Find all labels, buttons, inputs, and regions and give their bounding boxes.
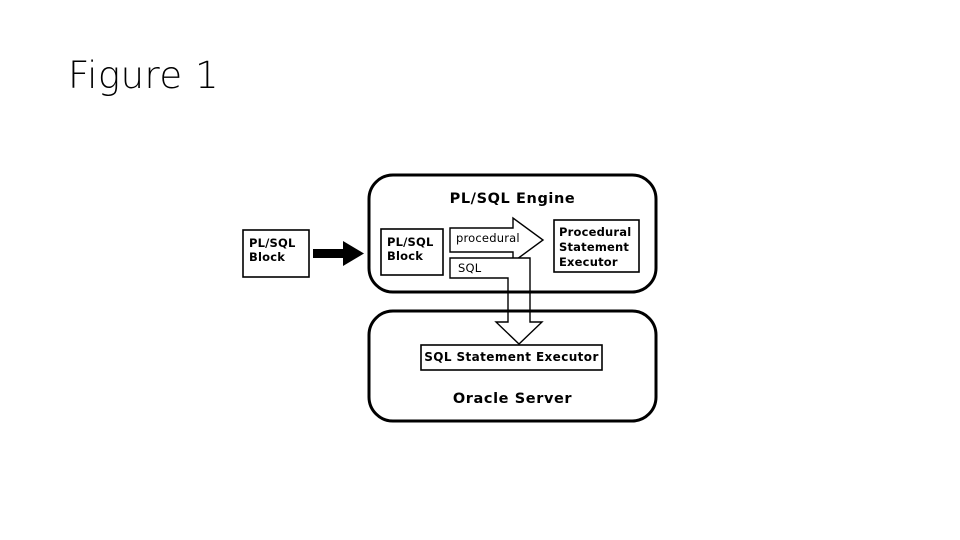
- sql-arrow-icon: [449, 257, 544, 345]
- plsql-block-outer-line1: PL/SQL: [249, 236, 296, 250]
- sql-arrow-label: SQL: [458, 261, 482, 275]
- sql-statement-executor-box: [420, 344, 603, 371]
- plsql-engine-title: PL/SQL Engine: [449, 191, 576, 207]
- plsql-block-inner-box: [380, 228, 444, 276]
- procedural-statement-executor-box: [553, 219, 640, 273]
- page-title: Figure 1: [68, 54, 219, 97]
- plsql-block-inner-line1: PL/SQL: [387, 235, 434, 249]
- sql-statement-executor-label: SQL Statement Executor: [424, 350, 599, 364]
- procedural-arrow-label: procedural: [456, 231, 520, 245]
- plsql-block-inner-line2: Block: [387, 249, 424, 263]
- proc-exec-line2: Statement: [559, 240, 630, 254]
- plsql-block-outer-box: [242, 229, 310, 278]
- proc-exec-line1: Procedural: [559, 225, 632, 239]
- proc-exec-line3: Executor: [559, 255, 618, 269]
- procedural-arrow-icon: [449, 216, 545, 264]
- oracle-server-title: Oracle Server: [452, 391, 573, 407]
- input-arrow-icon: [313, 241, 364, 266]
- plsql-block-outer-line2: Block: [249, 250, 286, 264]
